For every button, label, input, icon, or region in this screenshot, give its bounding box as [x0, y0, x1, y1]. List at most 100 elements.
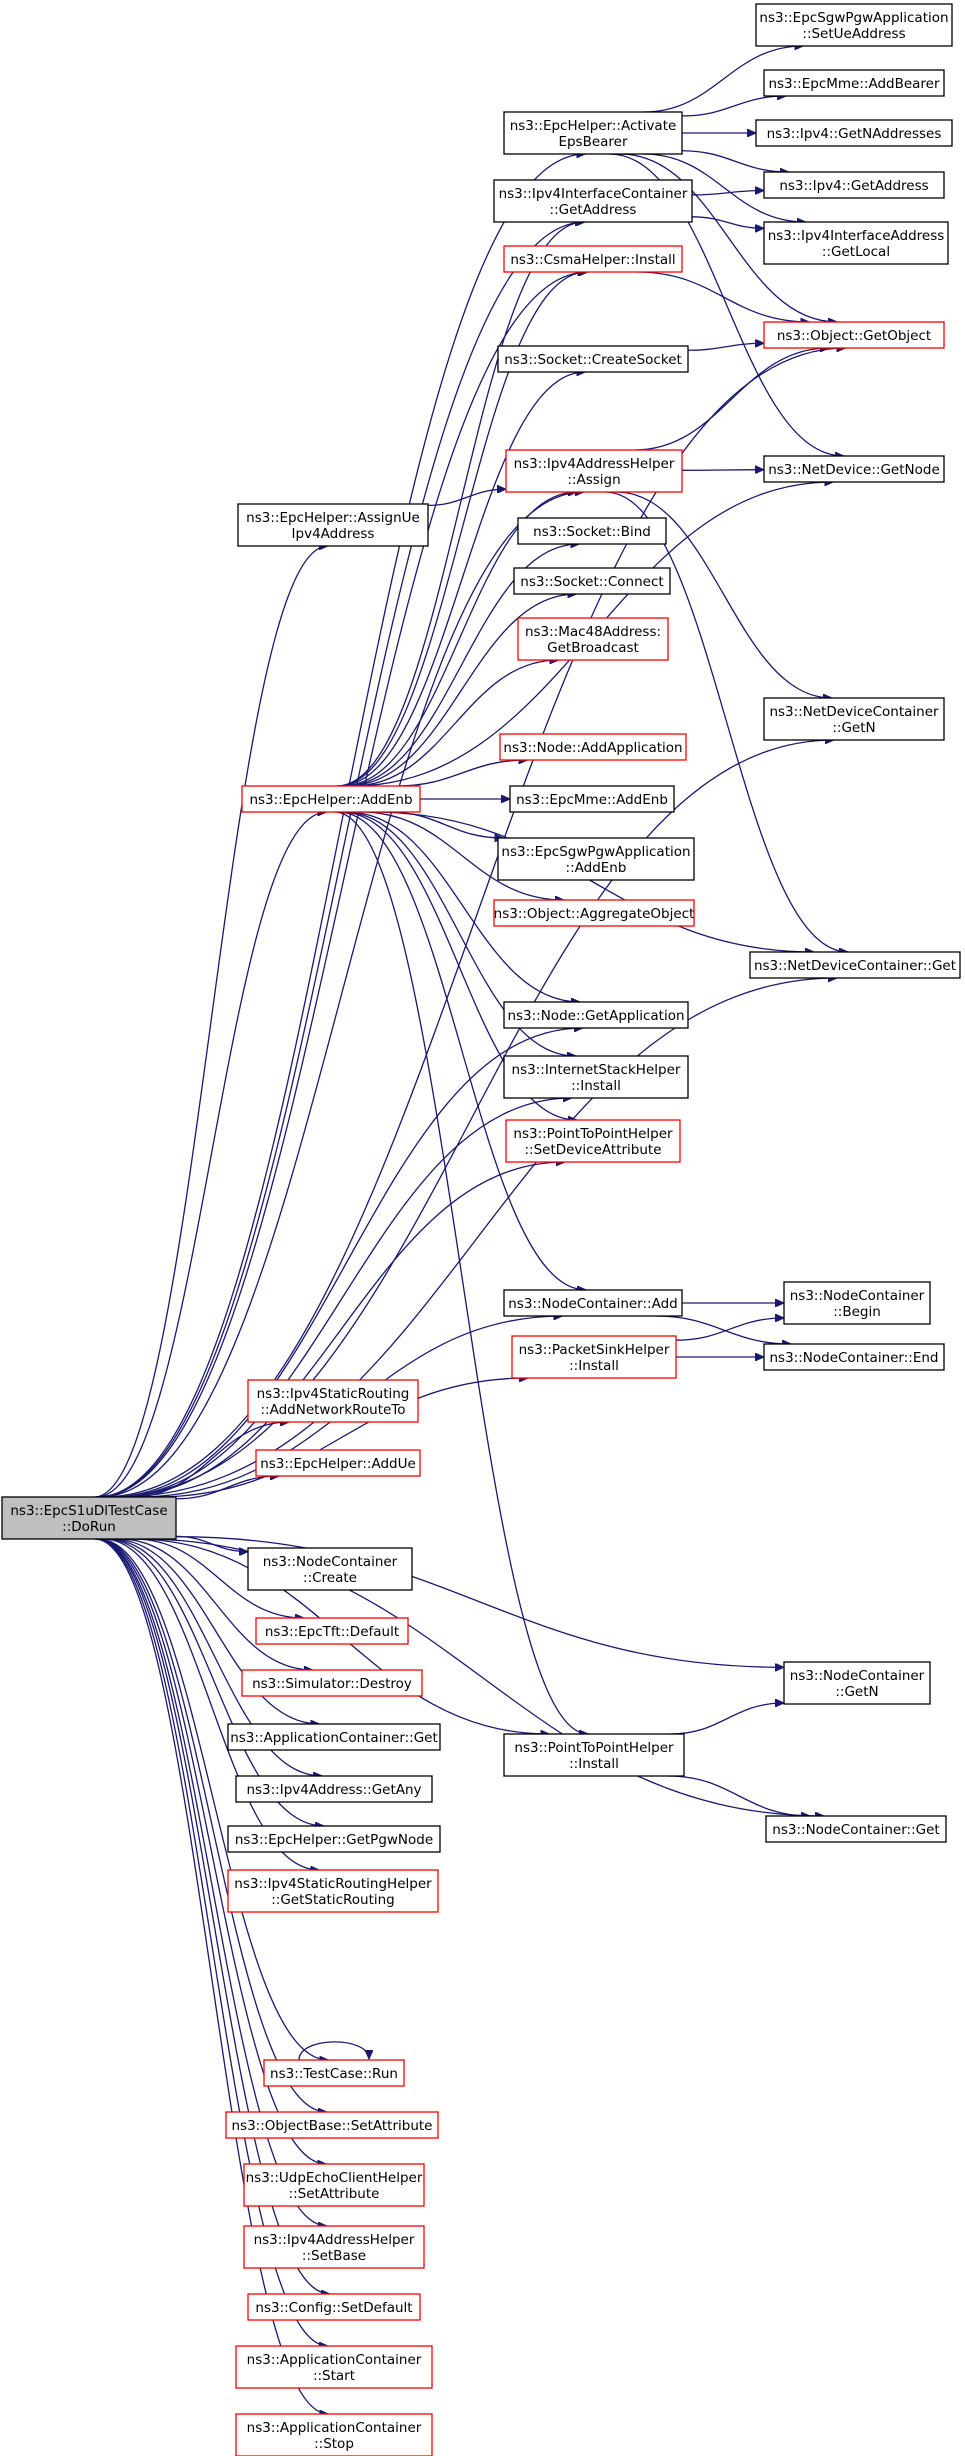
node-csma[interactable]: ns3::CsmaHelper::Install: [503, 245, 683, 273]
node-setbase[interactable]: ns3::Ipv4AddressHelper::SetBase: [243, 2225, 425, 2269]
node-acstart[interactable]: ns3::ApplicationContainer::Start: [235, 2345, 433, 2389]
node-box: [235, 2345, 433, 2389]
edge-root-to-assign: [99, 492, 584, 1498]
node-ndcget[interactable]: ns3::NetDeviceContainer::Get: [749, 951, 961, 979]
node-getany[interactable]: ns3::Ipv4Address::GetAny: [235, 1775, 433, 1803]
node-aggregate[interactable]: ns3::Object::AggregateObject: [493, 899, 695, 927]
node-ndcgetn[interactable]: ns3::NetDeviceContainer::GetN: [763, 697, 945, 741]
node-root[interactable]: ns3::EpcS1uDlTestCase::DoRun: [1, 1496, 177, 1540]
node-p2pattr[interactable]: ns3::PointToPointHelper::SetDeviceAttrib…: [505, 1119, 681, 1163]
node-label-line: ::Install: [569, 1358, 619, 1374]
node-box: [765, 1815, 947, 1843]
node-assign[interactable]: ns3::Ipv4AddressHelper::Assign: [505, 449, 683, 493]
edge-root-to-ifcgetaddr: [97, 222, 585, 1498]
node-label-line: ::GetStaticRouting: [271, 1892, 395, 1908]
node-mmeaddenb[interactable]: ns3::EpcMme::AddEnb: [509, 785, 675, 813]
node-box: [243, 2225, 425, 2269]
edge-addenb-to-bind: [343, 544, 580, 787]
node-box: [503, 111, 683, 155]
node-broadcast[interactable]: ns3::Mac48Address:GetBroadcast: [517, 617, 669, 661]
edge-addenb-to-connect: [346, 594, 577, 787]
edge-p2pinstall-to-ncget: [668, 1775, 810, 1816]
node-label-line: ns3::Ipv4::GetAddress: [779, 178, 928, 194]
node-acget[interactable]: ns3::ApplicationContainer::Get: [227, 1723, 441, 1751]
node-label-line: GetBroadcast: [547, 640, 639, 656]
node-addapp[interactable]: ns3::Node::AddApplication: [499, 733, 687, 761]
node-ifcgetaddr[interactable]: ns3::Ipv4InterfaceContainer::GetAddress: [493, 179, 693, 223]
node-tftdefault[interactable]: ns3::EpcTft::Default: [255, 1617, 409, 1645]
node-getlocal[interactable]: ns3::Ipv4InterfaceAddress::GetLocal: [763, 221, 949, 265]
node-ncend[interactable]: ns3::NodeContainer::End: [763, 1343, 945, 1371]
node-addue[interactable]: ns3::EpcHelper::AddUe: [255, 1449, 421, 1477]
node-label-line: ns3::NodeContainer: [790, 1668, 925, 1684]
node-ncget[interactable]: ns3::NodeContainer::Get: [765, 1815, 947, 1843]
node-label-line: ::Create: [303, 1570, 357, 1586]
edge-addenb-to-assign: [341, 492, 577, 787]
node-label-line: ns3::ApplicationContainer::Get: [230, 1730, 438, 1746]
node-box: [255, 1617, 409, 1645]
node-setdefault[interactable]: ns3::Config::SetDefault: [247, 2293, 421, 2321]
node-run[interactable]: ns3::TestCase::Run: [263, 2059, 405, 2087]
node-addbearer[interactable]: ns3::EpcMme::AddBearer: [763, 69, 945, 97]
node-label-line: ns3::NetDevice::GetNode: [768, 462, 940, 478]
node-setue[interactable]: ns3::EpcSgwPgwApplication::SetUeAddress: [755, 3, 953, 47]
node-connect[interactable]: ns3::Socket::Connect: [513, 567, 671, 595]
node-createsocket[interactable]: ns3::Socket::CreateSocket: [497, 345, 689, 373]
node-nccreate[interactable]: ns3::NodeContainer::Create: [247, 1547, 413, 1591]
node-addnet[interactable]: ns3::Ipv4StaticRouting::AddNetworkRouteT…: [247, 1379, 419, 1423]
node-box: [763, 1343, 945, 1371]
node-destroy[interactable]: ns3::Simulator::Destroy: [241, 1669, 423, 1697]
node-getobject[interactable]: ns3::Object::GetObject: [763, 321, 945, 349]
edge-root-to-acget: [112, 1538, 319, 1724]
node-ncgetn[interactable]: ns3::NodeContainer::GetN: [783, 1661, 931, 1705]
node-getapp[interactable]: ns3::Node::GetApplication: [503, 1001, 689, 1029]
node-getnaddr[interactable]: ns3::Ipv4::GetNAddresses: [755, 119, 953, 147]
node-label-line: ns3::ApplicationContainer: [247, 2420, 422, 2436]
node-setattr[interactable]: ns3::ObjectBase::SetAttribute: [225, 2111, 439, 2139]
edge-addenb-to-getapp: [346, 811, 580, 1002]
node-box: [503, 1001, 689, 1029]
node-box: [503, 1289, 683, 1317]
edge-root-to-getany: [107, 1538, 322, 1776]
node-box: [1, 1496, 177, 1540]
node-label-line: ns3::EpcHelper::Activate: [510, 118, 677, 134]
node-label-line: ns3::EpcHelper::GetPgwNode: [235, 1832, 433, 1848]
node-box: [783, 1661, 931, 1705]
node-addenb[interactable]: ns3::EpcHelper::AddEnb: [241, 785, 421, 813]
node-staticrouting[interactable]: ns3::Ipv4StaticRoutingHelper::GetStaticR…: [227, 1869, 439, 1913]
node-label-line: ::GetN: [832, 720, 875, 736]
node-box: [763, 221, 949, 265]
node-label-line: ::SetAttribute: [289, 2186, 380, 2202]
node-p2pinstall[interactable]: ns3::PointToPointHelper::Install: [503, 1733, 685, 1777]
edge-addenb-to-broadcast: [352, 660, 558, 787]
node-label-line: ns3::EpcHelper::AssignUe: [246, 510, 420, 526]
node-udpattr[interactable]: ns3::UdpEchoClientHelper::SetAttribute: [243, 2163, 425, 2207]
node-box: [241, 1669, 423, 1697]
edge-root-to-addenb: [96, 812, 327, 1498]
node-label-line: ::SetDeviceAttribute: [524, 1142, 661, 1158]
node-ncadd[interactable]: ns3::NodeContainer::Add: [503, 1289, 683, 1317]
node-box: [511, 1335, 677, 1379]
node-pgwnode[interactable]: ns3::EpcHelper::GetPgwNode: [227, 1825, 441, 1853]
node-stack[interactable]: ns3::InternetStackHelper::Install: [503, 1055, 689, 1099]
node-box: [243, 2163, 425, 2207]
node-sink[interactable]: ns3::PacketSinkHelper::Install: [511, 1335, 677, 1379]
edge-p2pinstall-to-ncgetn: [670, 1703, 784, 1735]
node-label-line: ns3::NodeContainer: [263, 1554, 398, 1570]
node-box: [503, 1055, 689, 1099]
edge-root-to-activate: [96, 154, 586, 1498]
node-box: [783, 1281, 931, 1325]
nodes-layer: ns3::EpcS1uDlTestCase::DoRunns3::EpcHelp…: [1, 3, 961, 2456]
node-ipv4getaddr[interactable]: ns3::Ipv4::GetAddress: [763, 171, 945, 199]
node-box: [247, 1547, 413, 1591]
node-getnode[interactable]: ns3::NetDevice::GetNode: [763, 455, 945, 483]
node-bind[interactable]: ns3::Socket::Bind: [517, 517, 667, 545]
node-ncbegin[interactable]: ns3::NodeContainer::Begin: [783, 1281, 931, 1325]
edge-addenb-to-ndcget: [372, 811, 814, 952]
node-acstop[interactable]: ns3::ApplicationContainer::Stop: [235, 2413, 433, 2456]
node-label-line: ns3::EpcHelper::AddEnb: [249, 792, 412, 808]
node-sgwaddenb[interactable]: ns3::EpcSgwPgwApplication::AddEnb: [497, 837, 695, 881]
node-box: [505, 449, 683, 493]
